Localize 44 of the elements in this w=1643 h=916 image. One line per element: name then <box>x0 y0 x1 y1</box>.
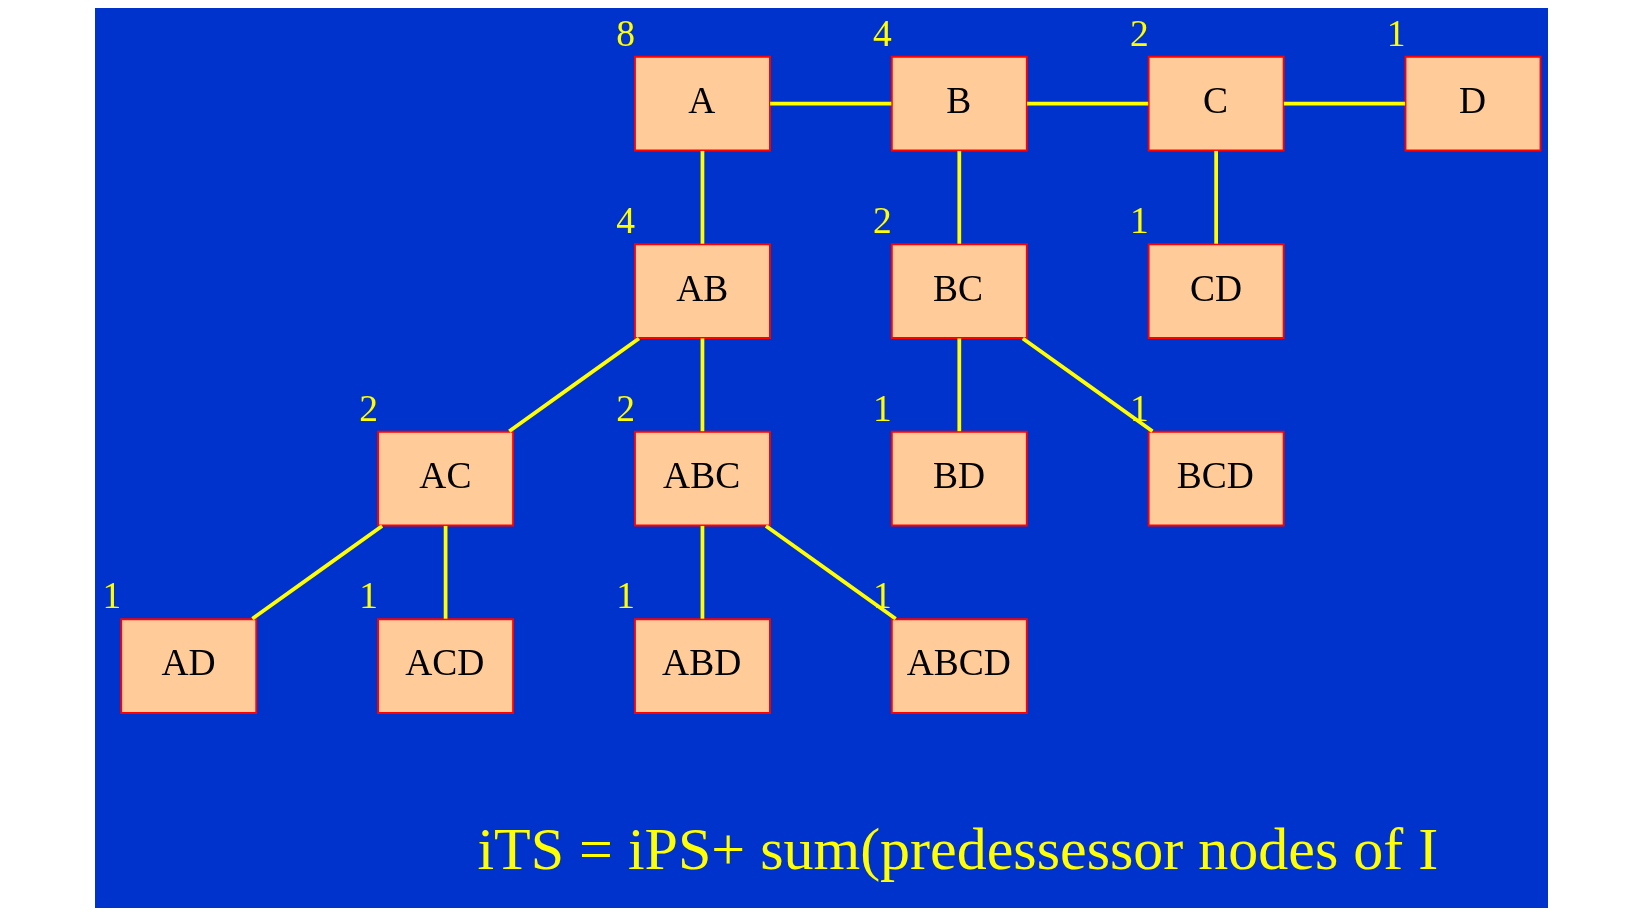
label: iTS = iPS+ sum(predessessor nodes of I <box>477 815 1439 882</box>
node-box: A <box>634 55 771 152</box>
node-label: 4 <box>616 200 635 242</box>
connector <box>770 101 892 106</box>
node-box: B <box>890 55 1028 152</box>
connector <box>1283 101 1406 106</box>
node-label: 2 <box>616 387 635 429</box>
connector <box>251 524 384 621</box>
connector <box>1214 150 1219 244</box>
node-box: D <box>1404 55 1542 152</box>
node-box: AC <box>377 430 515 527</box>
node-label: 2 <box>1129 12 1149 54</box>
node-label: 2 <box>873 200 892 242</box>
connector <box>957 338 962 432</box>
node-label: 1 <box>873 574 892 616</box>
node-label: 1 <box>1386 12 1406 54</box>
connector <box>1021 336 1154 433</box>
node-label: 1 <box>359 574 379 616</box>
node-box: BC <box>890 243 1028 339</box>
connector <box>764 524 897 621</box>
connector <box>1027 101 1149 106</box>
node-label: 1 <box>616 574 635 616</box>
node-label: 1 <box>1129 200 1149 242</box>
node-box: BCD <box>1147 430 1285 527</box>
node-box: BD <box>890 430 1028 527</box>
node-box: AD <box>120 618 258 714</box>
node-box: CD <box>1147 243 1285 339</box>
node-box: AB <box>634 243 771 339</box>
connector <box>700 525 705 619</box>
connector <box>700 150 705 244</box>
node-box: ACD <box>377 618 515 714</box>
node-label: 2 <box>359 387 379 429</box>
connector <box>700 338 705 432</box>
node-label: 4 <box>873 12 892 54</box>
connector <box>508 336 641 433</box>
node-box: ABCD <box>890 618 1028 714</box>
node-box: ABD <box>634 618 771 714</box>
connector <box>443 525 448 619</box>
node-box: ABC <box>634 430 771 527</box>
connector <box>957 150 962 244</box>
node-box: C <box>1147 55 1285 152</box>
node-label: 1 <box>102 574 122 616</box>
node-label: 1 <box>873 387 892 429</box>
node-label: 8 <box>616 12 635 54</box>
